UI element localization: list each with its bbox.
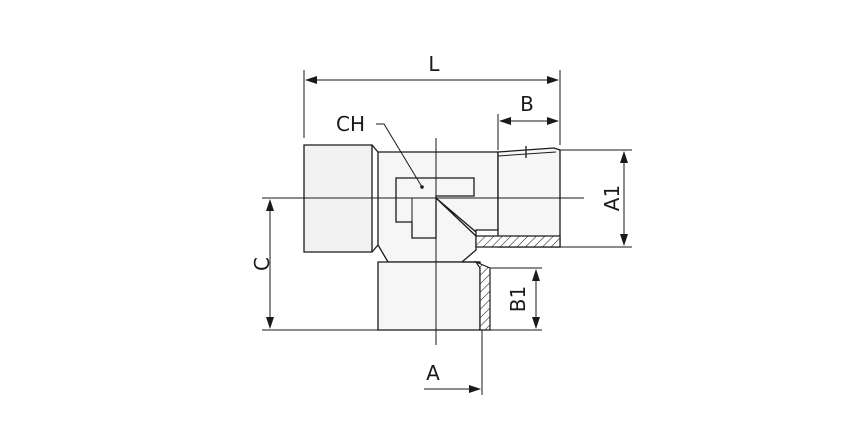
label-a1: A1 (600, 185, 624, 211)
dimension-b1: B1 (490, 267, 542, 331)
label-a: A (426, 361, 440, 385)
branch-body (377, 261, 481, 331)
dimension-c: C (250, 197, 378, 331)
bore-taper (435, 197, 477, 237)
branch-wall-section (474, 260, 491, 331)
label-l: L (428, 52, 440, 76)
dimension-b: B (497, 92, 559, 150)
label-ch: CH (336, 112, 365, 136)
label-b1: B1 (506, 286, 530, 312)
male-thread-top-line (497, 151, 557, 157)
dimension-a: A (424, 330, 483, 395)
swivel-nut-chamfer (371, 144, 379, 253)
label-c: C (250, 257, 274, 271)
dimension-l: L (303, 52, 561, 145)
dimension-a1: A1 (560, 149, 632, 248)
center-lines (286, 138, 584, 345)
label-b: B (520, 92, 534, 116)
callout-ch: CH (336, 112, 423, 188)
right-wall-section (475, 235, 561, 248)
